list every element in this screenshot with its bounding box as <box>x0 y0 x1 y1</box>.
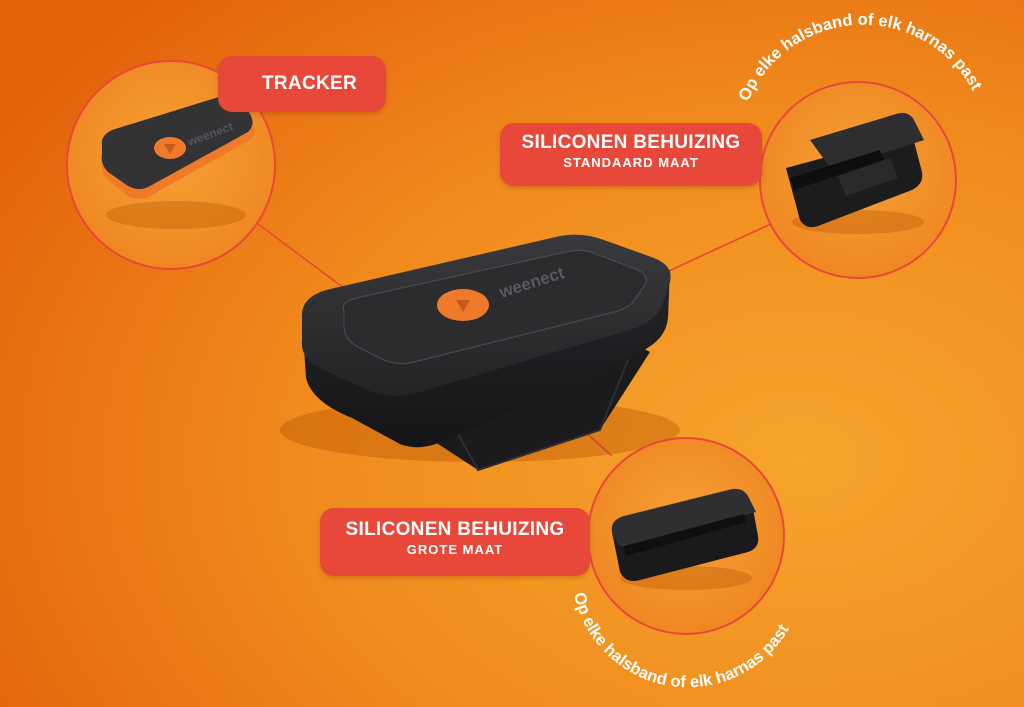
standard-case-circle <box>759 81 957 279</box>
standard-case-label-title: SILICONEN BEHUIZING <box>521 132 741 153</box>
large-case-label: SILICONEN BEHUIZING GROTE MAAT <box>320 508 590 576</box>
large-case-label-subtitle: GROTE MAAT <box>406 542 504 557</box>
tracker-label: TRACKER <box>218 56 386 112</box>
large-case-label-title: SILICONEN BEHUIZING <box>345 519 565 540</box>
tracker-label-title: TRACKER <box>262 73 357 94</box>
standard-case-label: SILICONEN BEHUIZING STANDAARD MAAT <box>500 123 762 186</box>
standard-case-label-subtitle: STANDAARD MAAT <box>563 155 699 170</box>
tracker-circle <box>66 60 276 270</box>
main-device <box>301 234 671 472</box>
large-case-circle <box>587 437 785 635</box>
